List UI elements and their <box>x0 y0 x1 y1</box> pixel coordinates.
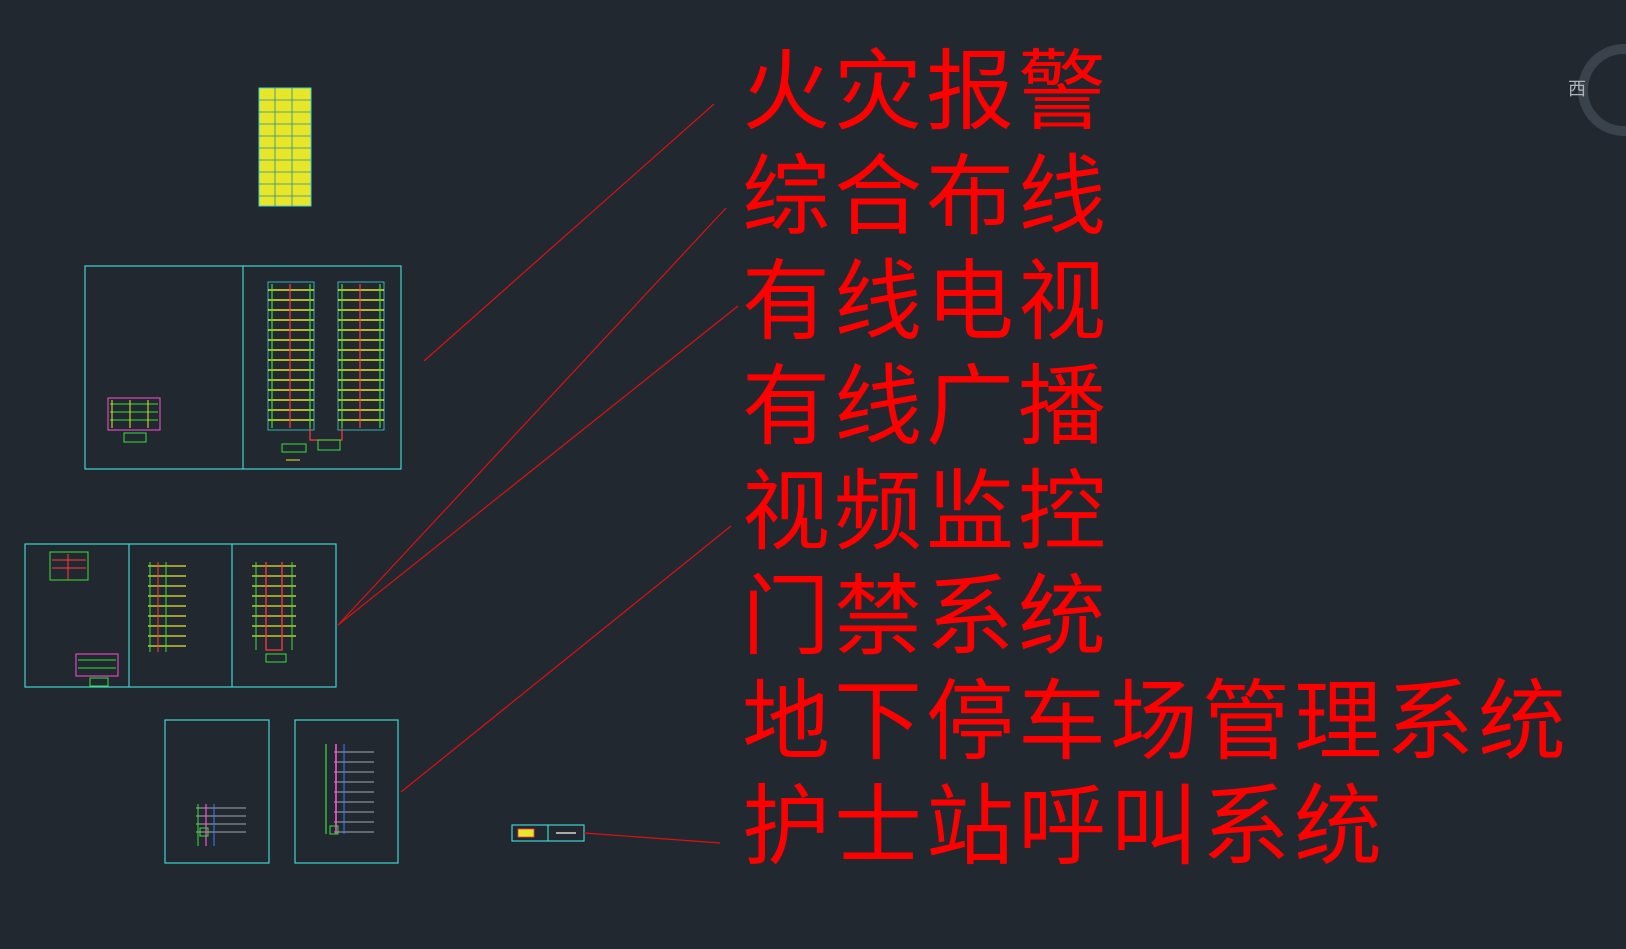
sheet-cabling-tv-broadcast[interactable] <box>24 543 337 688</box>
leader-tv <box>337 305 739 626</box>
leader-video <box>400 525 732 793</box>
sheet-video-access-right[interactable] <box>294 719 399 864</box>
label-integrated-cabling[interactable]: 综合布线 <box>742 145 1111 248</box>
label-nurse-call[interactable]: 护士站呼叫系统 <box>742 775 1387 878</box>
broadcast-riser <box>252 562 296 663</box>
label-parking-management[interactable]: 地下停车场管理系统 <box>742 670 1571 773</box>
label-broadcast[interactable]: 有线广播 <box>742 355 1111 458</box>
cabling-plan <box>49 551 119 687</box>
fire-alarm-riser <box>267 281 385 461</box>
leader-fire-alarm <box>423 103 715 362</box>
label-video-surveillance[interactable]: 视频监控 <box>742 460 1111 563</box>
sheet-fire-alarm[interactable] <box>84 265 402 470</box>
label-access-control[interactable]: 门禁系统 <box>742 565 1111 668</box>
fire-alarm-plan <box>107 397 161 443</box>
label-fire-alarm[interactable]: 火灾报警 <box>742 40 1111 143</box>
label-cable-tv[interactable]: 有线电视 <box>742 250 1111 353</box>
sheet-video-access-left[interactable] <box>164 719 270 864</box>
leader-lines <box>337 103 739 844</box>
schedule-sheet[interactable] <box>258 87 312 207</box>
leader-cabling <box>337 207 727 626</box>
tv-riser <box>148 562 186 652</box>
leader-nurse-call <box>583 832 721 844</box>
viewcube-west-label[interactable]: 西 <box>1568 79 1586 100</box>
sheet-nurse-call[interactable] <box>511 824 585 842</box>
